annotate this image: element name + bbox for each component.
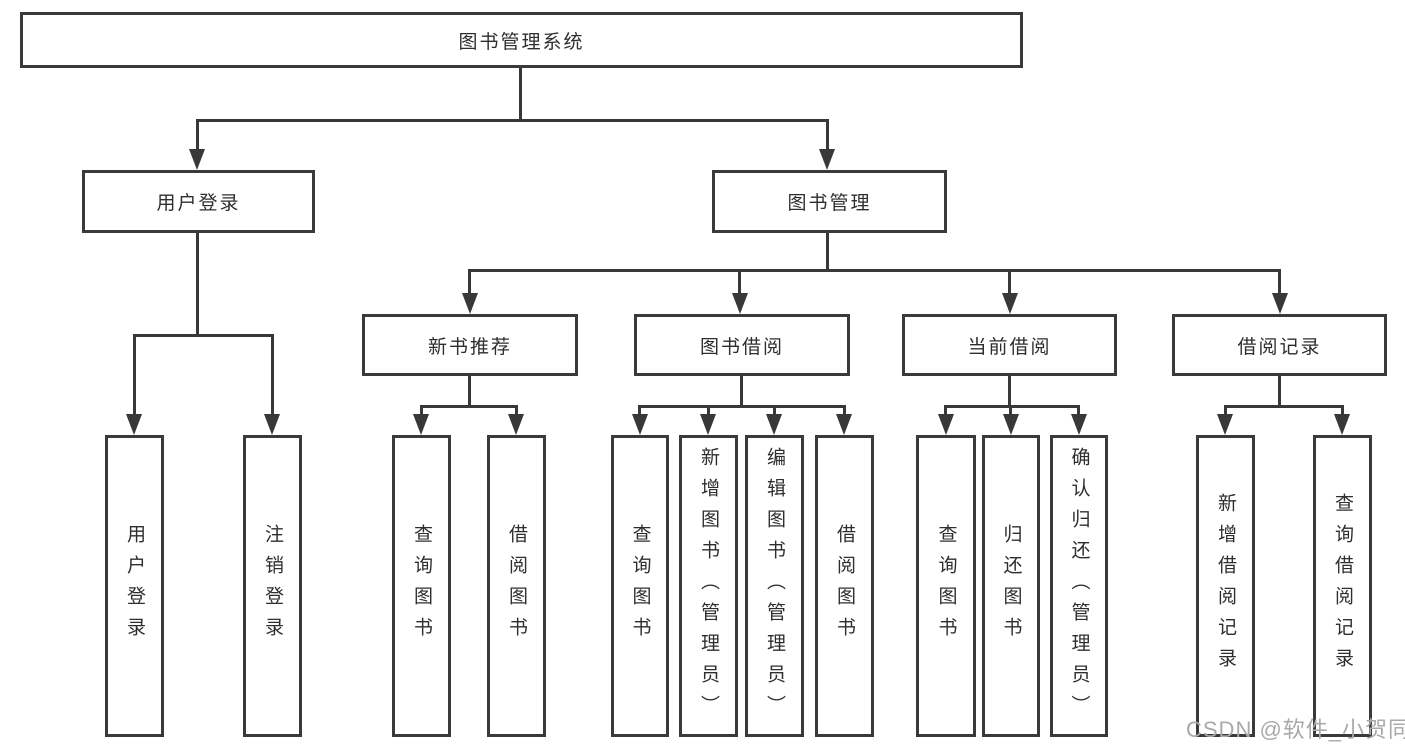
connector-line: [707, 405, 710, 417]
connector-line: [944, 405, 1080, 408]
connector-line: [420, 405, 423, 417]
leaf-borrowing-query-books: 查询图书: [611, 435, 669, 737]
leaf-add-books-admin: 新增图书（管理员）: [679, 435, 738, 737]
leaf-return-books-label: 归还图书: [1000, 524, 1022, 648]
node-user-login-label: 用户登录: [156, 193, 241, 214]
node-user-login: 用户登录: [82, 170, 315, 233]
connector-line: [1341, 405, 1344, 417]
node-current-borrowing-label: 当前借阅: [967, 336, 1052, 358]
connector-line: [738, 269, 741, 296]
node-book-borrowing: 图书借阅: [634, 314, 850, 376]
arrow-down-icon: [732, 293, 748, 314]
leaf-borrowing-borrow-books: 借阅图书: [815, 435, 874, 737]
leaf-logout-label: 注销登录: [262, 524, 283, 648]
arrow-down-icon: [1217, 414, 1233, 435]
arrow-down-icon: [1071, 414, 1087, 435]
connector-line: [196, 119, 829, 122]
leaf-edit-books-admin-label: 编辑图书（管理员）: [764, 446, 785, 726]
connector-line: [1278, 269, 1281, 296]
leaf-current-query-books-label: 查询图书: [935, 524, 957, 648]
connector-line: [468, 376, 471, 407]
connector-line: [468, 269, 1281, 272]
arrow-down-icon: [264, 414, 280, 435]
leaf-borrowing-borrow-books-label: 借阅图书: [834, 524, 855, 648]
connector-line: [1009, 405, 1012, 417]
leaf-return-books: 归还图书: [982, 435, 1040, 737]
leaf-recommend-borrow-books-label: 借阅图书: [506, 524, 527, 648]
leaf-user-login: 用户登录: [105, 435, 164, 737]
connector-line: [1224, 405, 1344, 408]
connector-line: [271, 334, 274, 417]
arrow-down-icon: [938, 414, 954, 435]
node-borrowing-records-label: 借阅记录: [1237, 336, 1322, 358]
leaf-recommend-query-books: 查询图书: [392, 435, 451, 737]
arrow-down-icon: [1002, 293, 1018, 314]
node-library-system-label: 图书管理系统: [458, 31, 585, 53]
leaf-add-borrow-record: 新增借阅记录: [1196, 435, 1255, 737]
leaf-confirm-return-admin-label: 确认归还（管理员）: [1068, 446, 1090, 726]
arrow-down-icon: [462, 293, 478, 314]
arrow-down-icon: [700, 414, 716, 435]
arrow-down-icon: [1272, 293, 1288, 314]
connector-line: [468, 269, 471, 296]
connector-line: [843, 405, 846, 417]
arrow-down-icon: [1003, 414, 1019, 435]
connector-line: [1008, 376, 1011, 407]
connector-line: [133, 334, 136, 417]
connector-line: [773, 405, 776, 417]
arrow-down-icon: [189, 149, 205, 170]
leaf-borrowing-query-books-label: 查询图书: [629, 524, 651, 648]
arrow-down-icon: [508, 414, 524, 435]
arrow-down-icon: [819, 149, 835, 170]
leaf-confirm-return-admin: 确认归还（管理员）: [1050, 435, 1108, 737]
connector-line: [944, 405, 947, 417]
connector-line: [1278, 376, 1281, 407]
connector-line: [133, 334, 274, 337]
node-current-borrowing: 当前借阅: [902, 314, 1117, 376]
connector-line: [826, 233, 829, 271]
arrow-down-icon: [632, 414, 648, 435]
node-library-system: 图书管理系统: [20, 12, 1023, 68]
leaf-add-books-admin-label: 新增图书（管理员）: [698, 446, 719, 726]
arrow-down-icon: [126, 414, 142, 435]
connector-line: [420, 405, 518, 408]
arrow-down-icon: [413, 414, 429, 435]
connector-line: [519, 68, 522, 121]
node-new-book-recommend: 新书推荐: [362, 314, 578, 376]
connector-line: [515, 405, 518, 417]
node-new-book-recommend-label: 新书推荐: [427, 336, 512, 358]
arrow-down-icon: [766, 414, 782, 435]
connector-line: [826, 119, 829, 152]
arrow-down-icon: [1334, 414, 1350, 435]
connector-line: [740, 376, 743, 407]
leaf-current-query-books: 查询图书: [916, 435, 976, 737]
node-book-management: 图书管理: [712, 170, 947, 233]
connector-line: [638, 405, 641, 417]
leaf-add-borrow-record-label: 新增借阅记录: [1215, 493, 1236, 679]
leaf-query-borrow-record: 查询借阅记录: [1313, 435, 1372, 737]
connector-line: [196, 233, 199, 336]
node-book-management-label: 图书管理: [787, 193, 872, 214]
connector-line: [196, 119, 199, 152]
node-book-borrowing-label: 图书借阅: [699, 336, 784, 358]
leaf-recommend-borrow-books: 借阅图书: [487, 435, 546, 737]
arrow-down-icon: [836, 414, 852, 435]
connector-line: [1224, 405, 1227, 417]
leaf-logout: 注销登录: [243, 435, 302, 737]
connector-line: [1077, 405, 1080, 417]
leaf-recommend-query-books-label: 查询图书: [411, 524, 432, 648]
leaf-query-borrow-record-label: 查询借阅记录: [1332, 493, 1353, 679]
connector-line: [638, 405, 846, 408]
csdn-watermark: CSDN @软件_小贺同学: [1186, 717, 1405, 742]
leaf-user-login-label: 用户登录: [124, 524, 145, 648]
connector-line: [1008, 269, 1011, 296]
leaf-edit-books-admin: 编辑图书（管理员）: [745, 435, 804, 737]
node-borrowing-records: 借阅记录: [1172, 314, 1387, 376]
